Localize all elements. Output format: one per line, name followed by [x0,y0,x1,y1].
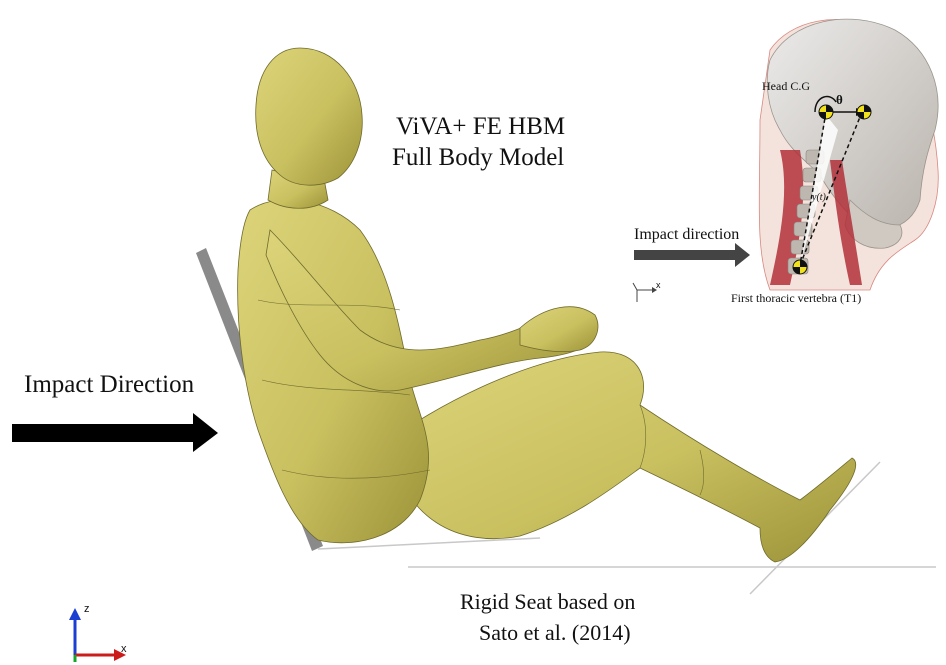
model-title-line1: ViVA+ FE HBM [396,113,565,141]
t1-marker [793,260,807,274]
inset-axis-x-label: x [656,280,661,290]
head-cg-marker [819,105,833,119]
displacement-label: y(t) [812,192,826,203]
head-cg-displaced-marker [857,105,871,119]
theta-label: θ [836,92,843,108]
seat-label-line1: Rigid Seat based on [460,589,635,615]
main-axis-x-label: x [121,643,127,655]
body-leg [390,352,856,562]
main-axis-z-label: z [84,603,90,615]
model-title-line2: Full Body Model [392,144,564,172]
inset-impact-label: Impact direction [634,226,739,244]
impact-direction-label: Impact Direction [24,371,194,399]
impact-arrow [12,413,218,452]
t1-label: First thoracic vertebra (T1) [731,291,861,306]
seat-label-line2: Sato et al. (2014) [479,620,631,646]
main-axis-triad [69,608,126,662]
inset-head-neck [759,19,938,290]
inset-axis-triad [633,283,657,302]
inset-impact-arrow [634,243,750,267]
body-hand [520,307,598,352]
body-head [256,48,363,185]
head-cg-label: Head C.G [762,79,810,94]
